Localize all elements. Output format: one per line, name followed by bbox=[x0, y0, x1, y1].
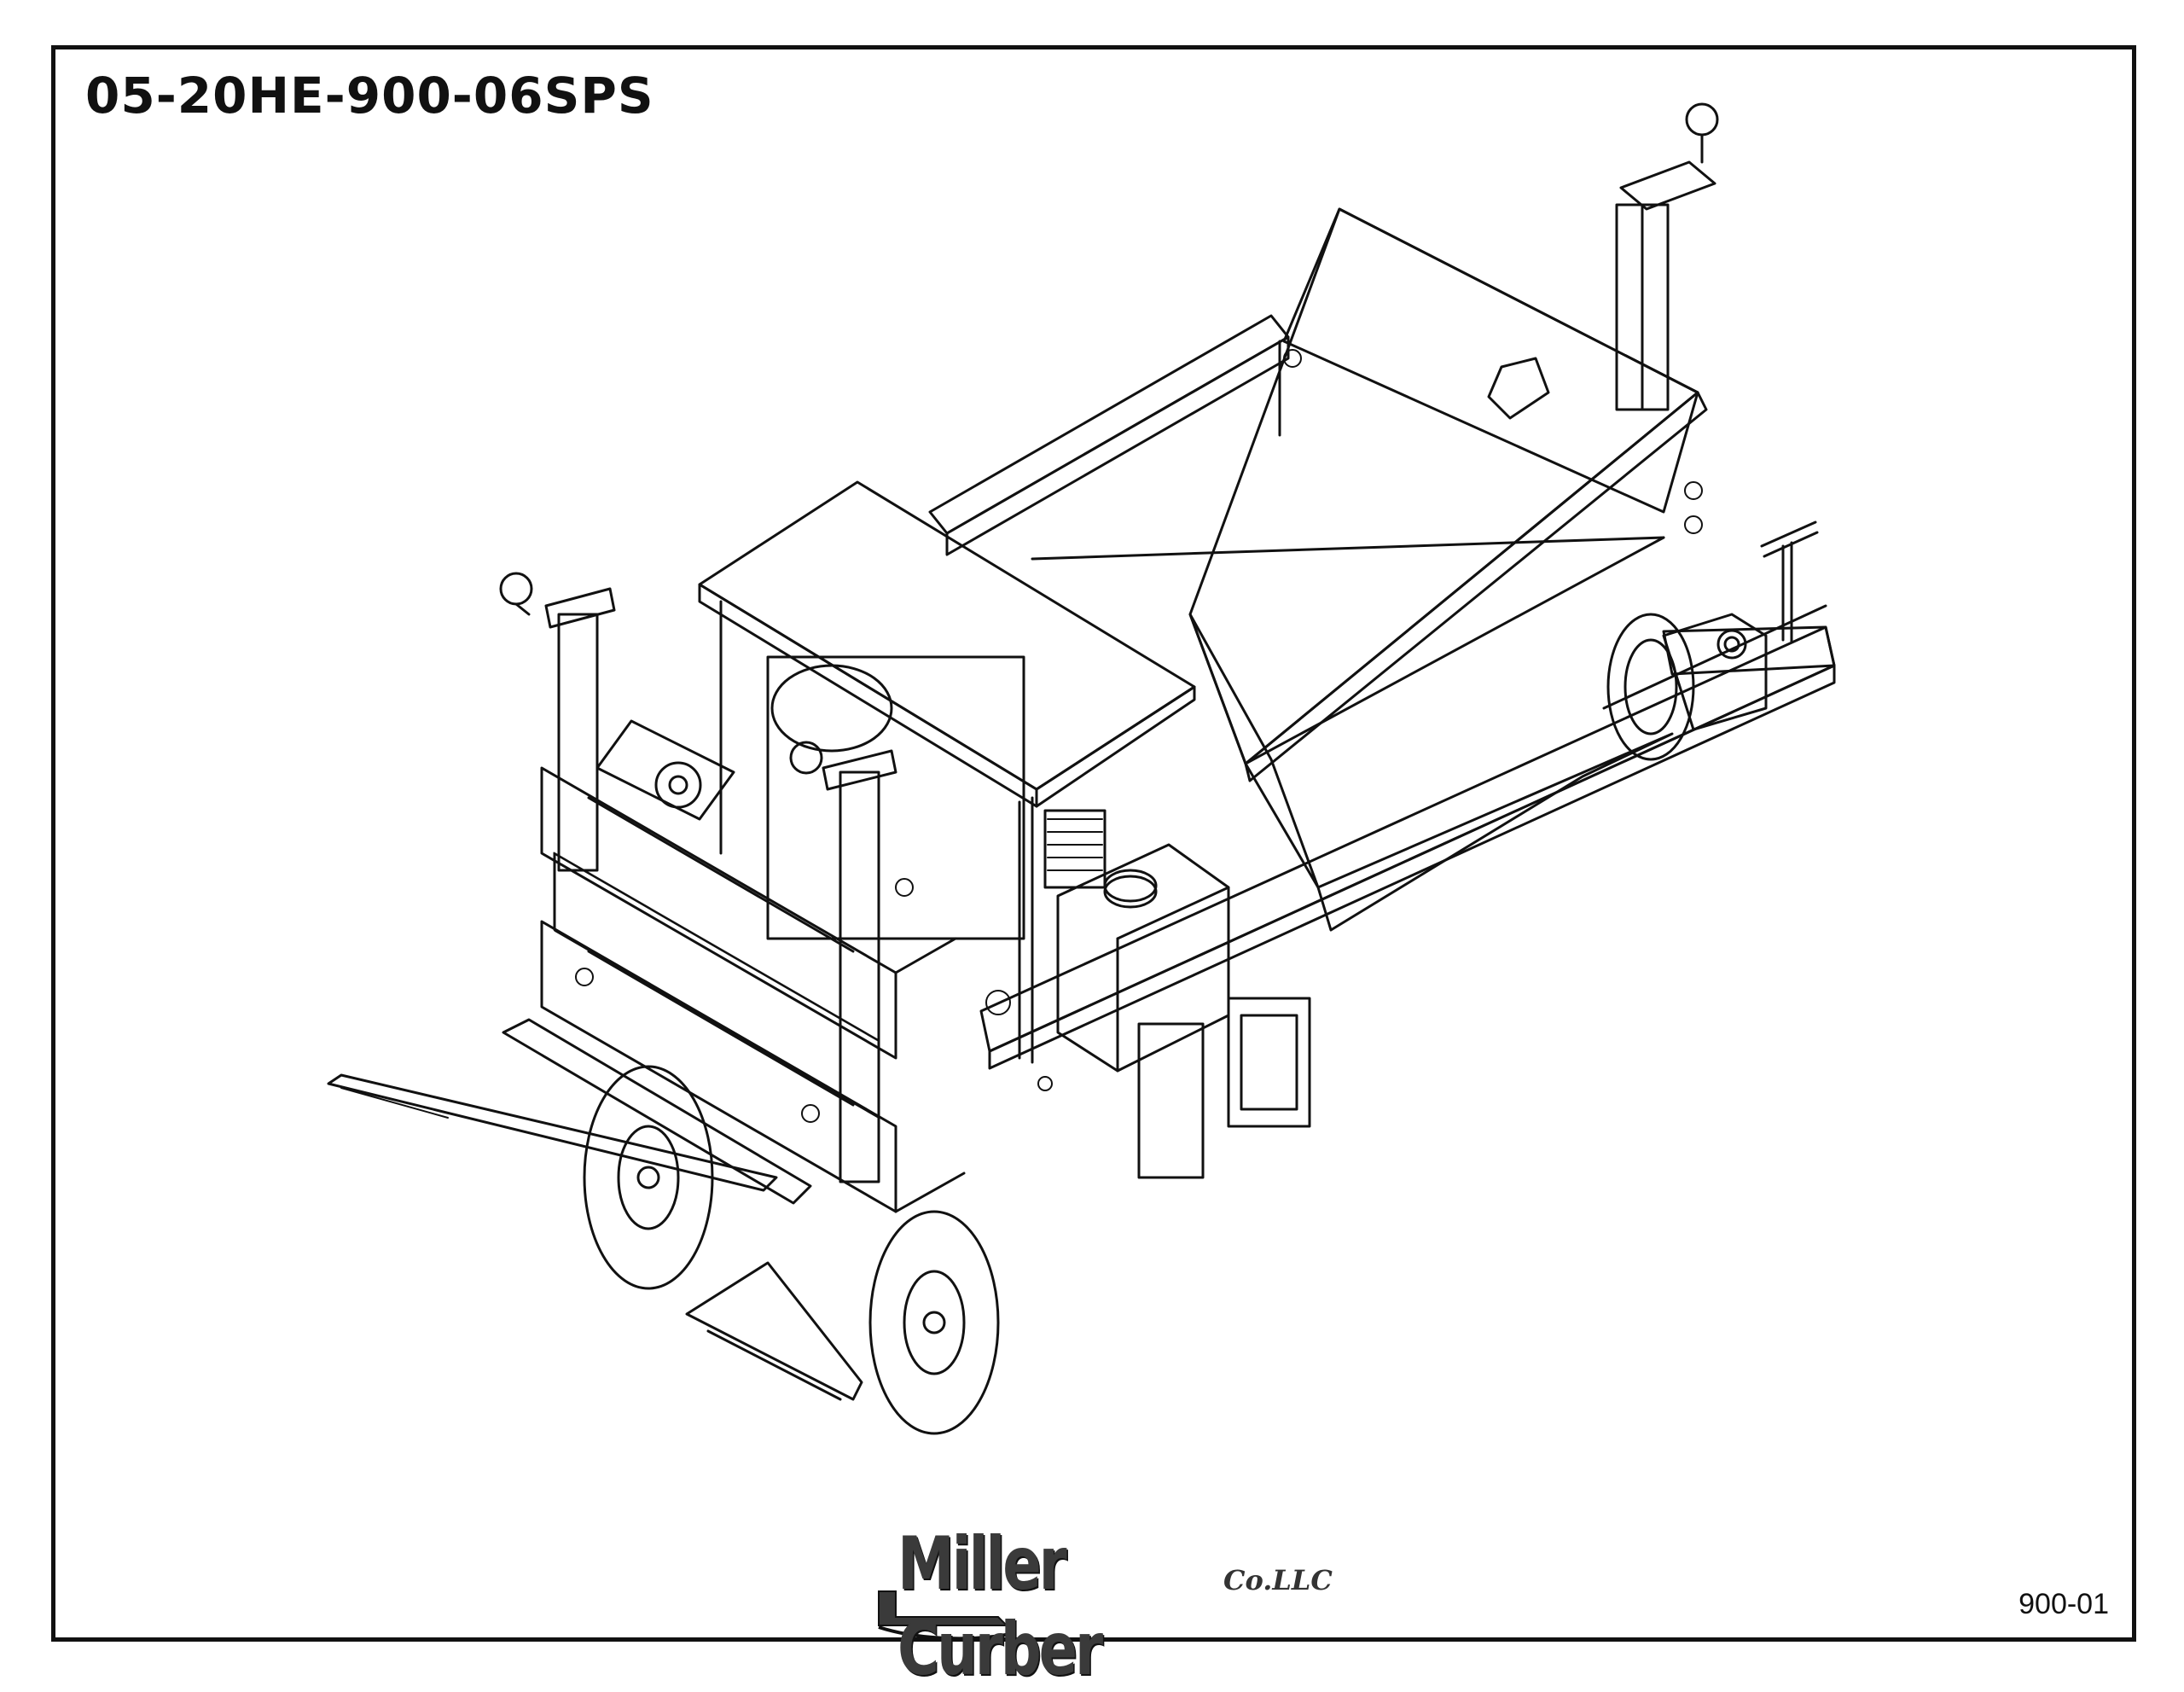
engine-canopy bbox=[698, 480, 1196, 1064]
front-handle-bar bbox=[327, 1018, 812, 1205]
bolt-set bbox=[575, 349, 1703, 1123]
hopper bbox=[1031, 207, 1708, 932]
logo-wordmark: Miller Curber bbox=[897, 1521, 1103, 1692]
road-swoosh-icon bbox=[878, 1590, 1012, 1641]
right-t-handle bbox=[1760, 520, 1819, 643]
front-center-jack bbox=[789, 741, 897, 1183]
rear-right-jack bbox=[1615, 102, 1719, 411]
front-wheel-left bbox=[583, 1065, 714, 1290]
left-winch-mechanism bbox=[595, 719, 735, 821]
engine-block bbox=[766, 655, 1107, 940]
company-logo: Miller Curber Co.LLC bbox=[862, 1515, 1333, 1692]
drawing-number: 900-01 bbox=[2018, 1588, 2109, 1620]
logo-suffix: Co.LLC bbox=[1223, 1564, 1333, 1596]
front-skid-plate bbox=[685, 1261, 863, 1401]
front-left-jack bbox=[499, 572, 616, 872]
right-wheel-assembly bbox=[1606, 613, 1768, 761]
part-number-title: 05-20HE-900-06SPS bbox=[85, 67, 654, 125]
front-wheel-right bbox=[868, 1210, 1000, 1435]
drawing-frame bbox=[51, 45, 2136, 1642]
hopper-side-board bbox=[928, 314, 1290, 556]
rear-lower-bracket bbox=[1137, 997, 1311, 1179]
slipform-mold bbox=[540, 766, 966, 1213]
